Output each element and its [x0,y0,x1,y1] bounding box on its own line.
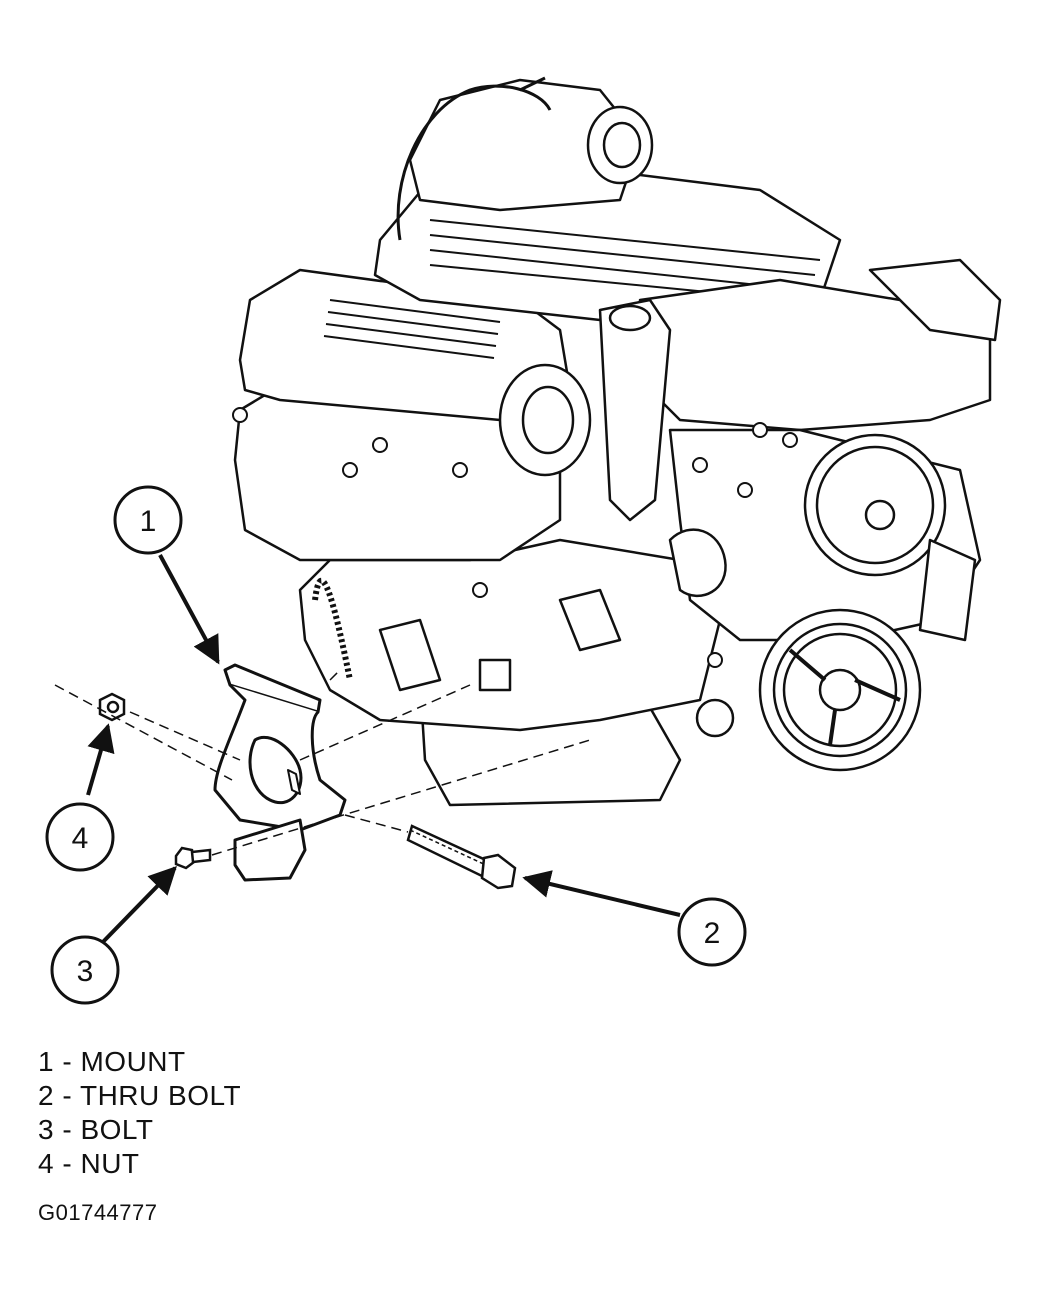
legend-number: 1 [38,1046,55,1077]
callout-4: 4 [45,802,115,872]
legend-number: 4 [38,1148,55,1179]
callout-circle [677,897,747,967]
parts-legend: 1 - MOUNT 2 - THRU BOLT 3 - BOLT 4 - NUT [38,1045,241,1181]
callout-1-number: 1 [140,505,157,538]
callout-4-number: 4 [72,822,89,855]
legend-label: NUT [80,1148,140,1179]
nut-part [98,692,126,722]
legend-label: MOUNT [80,1046,186,1077]
callout-1: 1 [113,485,183,555]
bolt-part [174,846,212,870]
engine-mount-part [213,663,347,882]
assembly-lines [54,669,591,856]
legend-label: THRU BOLT [79,1080,242,1111]
leader-arrows [86,554,681,947]
callout-circle [45,802,115,872]
callout-3: 3 [50,935,120,1005]
legend-item: 4 - NUT [38,1148,140,1179]
callout-2: 2 [677,897,747,967]
callout-circle [50,935,120,1005]
legend-number: 2 [38,1080,55,1111]
legend-number: 3 [38,1114,55,1145]
figure-id: G01744777 [38,1200,158,1225]
legend-label: BOLT [80,1114,154,1145]
thru-bolt-part [406,824,517,890]
engine-illustration [232,76,1002,807]
legend-item: 3 - BOLT [38,1114,154,1145]
callout-3-number: 3 [77,955,94,988]
legend-item: 2 - THRU BOLT [38,1080,242,1111]
engine-mount-diagram: 1 2 3 4 [45,76,1002,1005]
legend-item: 1 - MOUNT [38,1046,186,1077]
callout-2-number: 2 [704,917,721,950]
callout-circle [113,485,183,555]
